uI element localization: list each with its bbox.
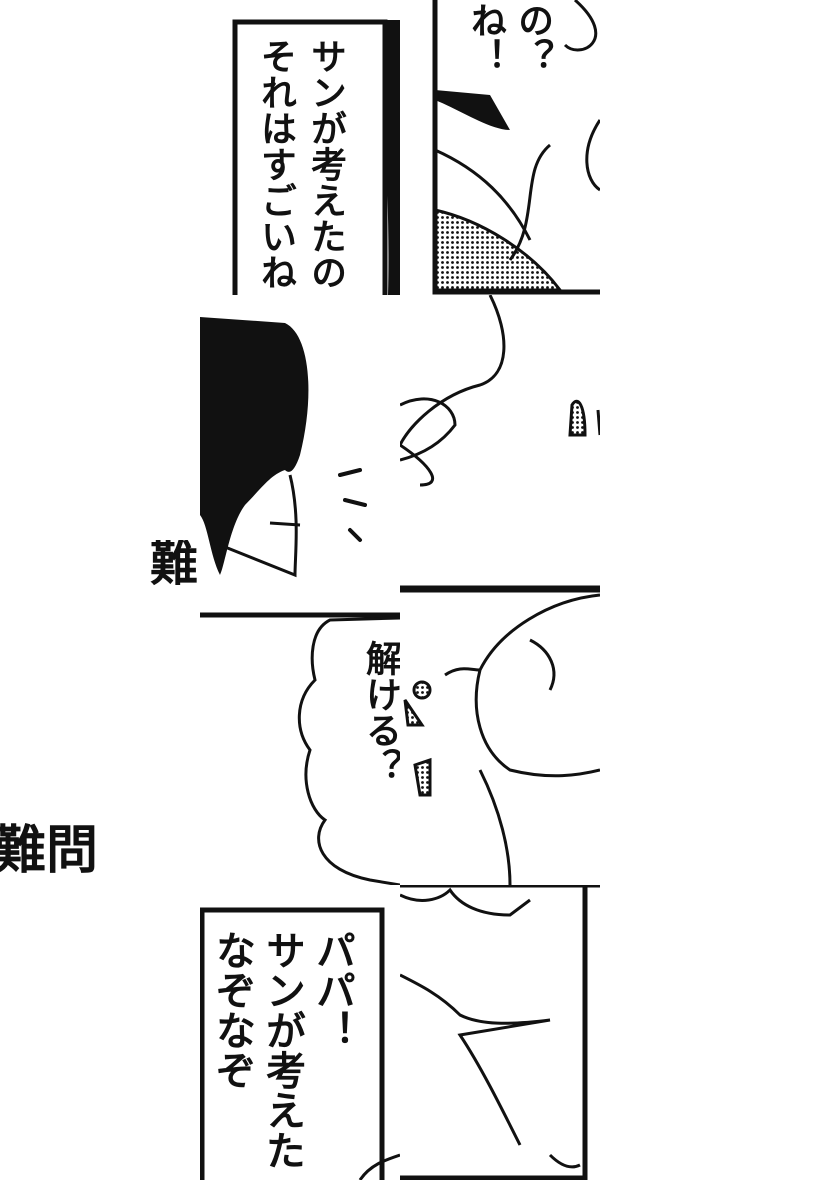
panel-tile-hair [200,295,400,590]
panel-art [200,907,400,1180]
panel-tile-balloon-top-left: サンが考えたの それはすごいね [200,0,400,295]
balloon-text-line-1: の？ [512,2,554,74]
caption-title: 難問 [0,821,99,881]
panel-art [432,0,600,295]
panel-art [200,612,400,885]
balloon-text-line-1: パパ！ [309,930,355,1050]
panel-art [400,590,600,885]
panel-art [200,317,367,578]
balloon-text-line-2: ね！ [465,2,507,74]
panel-tile-thought-cloud: 解ける？ [200,590,400,885]
panel-art [400,295,600,590]
panel-tile-profile [400,590,600,885]
panel-tile-balloon-bottom: パパ！ サンが考えた なぞなぞ [200,885,400,1180]
panel-art [400,885,600,1180]
balloon-text-line-3: なぞなぞ [209,930,255,1090]
balloon-text-line-1: サンが考えたの [305,38,347,290]
panel-tile-bottom-right [400,885,600,1180]
panel-tile-top-right: の？ ね！ [400,0,600,295]
balloon-text: 解ける？ [360,640,400,784]
balloon-text-line-2: サンが考えた [259,930,305,1170]
sfx-text: 難 [150,540,199,590]
panel-art [232,19,400,295]
panel-tile-face [400,295,600,590]
balloon-text-line-2: それはすごいね [255,38,297,290]
